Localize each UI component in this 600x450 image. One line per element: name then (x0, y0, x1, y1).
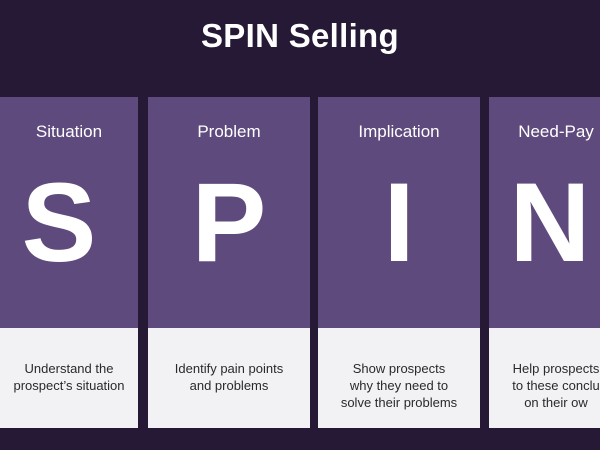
card-problem-letter: P (191, 160, 267, 285)
card-need-payoff-letter: N (509, 160, 591, 285)
card-situation-top: Situation S (0, 97, 138, 328)
card-situation-description: Understand the prospect’s situation (13, 361, 125, 393)
card-situation: Situation S Understand the prospect’s si… (0, 97, 138, 428)
card-situation-letter: S (21, 160, 97, 285)
card-problem-bottom: Identify pain points and problems (148, 328, 310, 428)
card-problem-heading: Problem (197, 122, 261, 141)
card-problem-description: Identify pain points and problems (174, 361, 284, 393)
card-implication-heading: Implication (358, 122, 440, 141)
card-implication-description: Show prospects why they need to solve th… (340, 361, 458, 410)
card-need-payoff-bottom: Help prospects to these conclu on their … (489, 328, 600, 428)
card-implication: Implication I Show prospects why they ne… (318, 97, 480, 428)
card-problem: Problem P Identify pain points and probl… (148, 97, 310, 428)
card-implication-bottom: Show prospects why they need to solve th… (318, 328, 480, 428)
card-need-payoff-description: Help prospects to these conclu on their … (512, 361, 600, 410)
card-implication-top: Implication I (318, 97, 480, 328)
card-need-payoff-heading: Need-Pay (518, 122, 594, 141)
card-implication-letter: I (383, 160, 415, 285)
card-situation-bottom: Understand the prospect’s situation (0, 328, 138, 428)
card-situation-heading: Situation (35, 122, 103, 141)
page-title: SPIN Selling (201, 17, 399, 54)
card-need-payoff-top: Need-Pay N (489, 97, 600, 328)
card-problem-top: Problem P (148, 97, 310, 328)
card-need-payoff: Need-Pay N Help prospects to these concl… (489, 97, 600, 428)
